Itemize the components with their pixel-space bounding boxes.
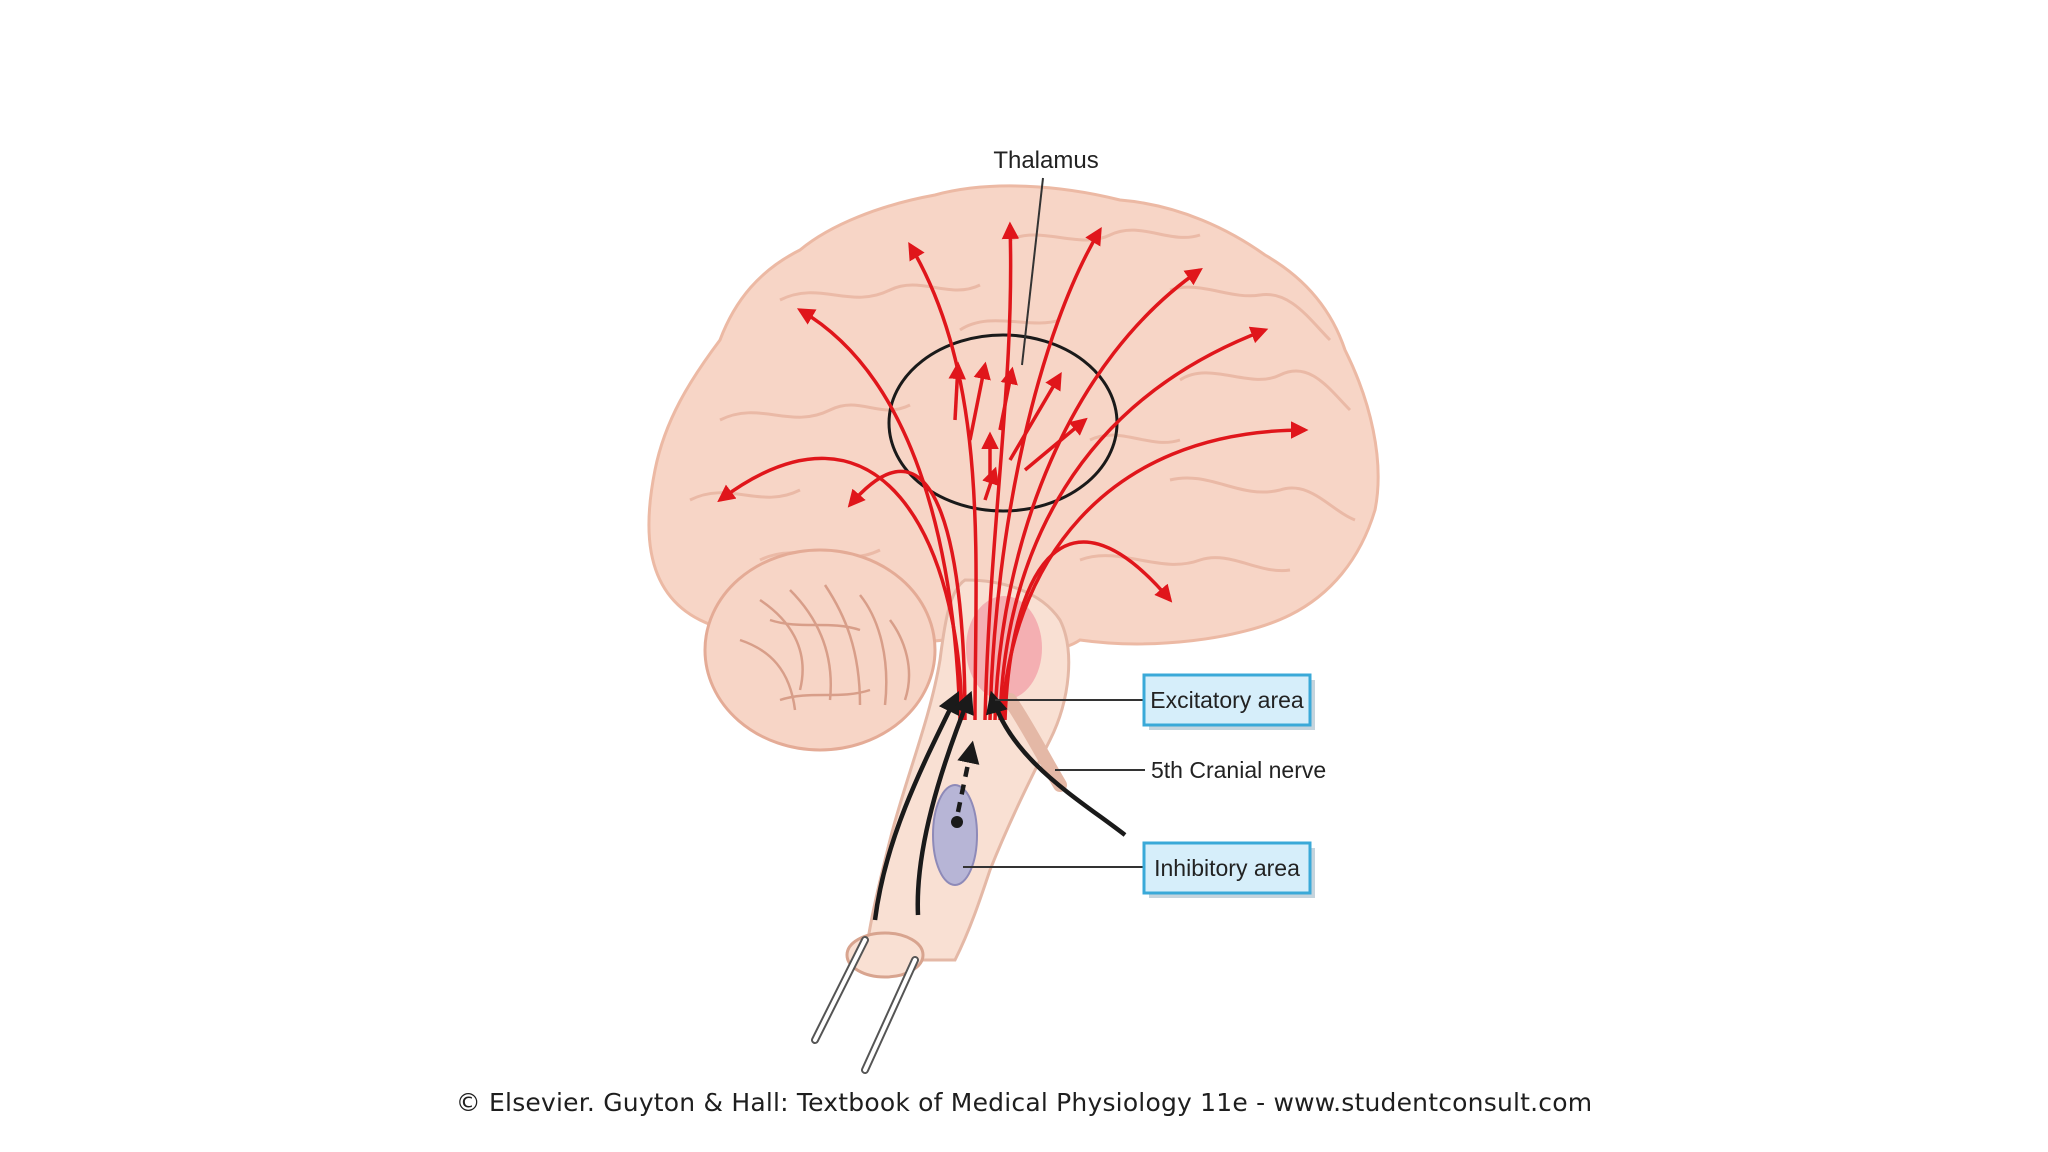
excitatory-area-box: Excitatory area [1142,673,1315,730]
inhibitory-area-label: Inhibitory area [1154,855,1300,881]
projection-arrow [998,366,1018,431]
thalamus-label: Thalamus [993,147,1098,174]
projection-arrow [948,361,966,421]
projection-arrow [1023,417,1088,472]
projection-arrow [717,456,964,721]
projection-arrow [968,361,991,441]
thalamus-leader [1021,177,1044,366]
inhibitory-fiber-dashed [955,740,980,813]
cerebrum [647,184,1380,650]
projection-arrow [983,221,1020,721]
projection-arrow [1003,540,1173,721]
inhibitory-area-region [932,784,978,886]
copyright-caption: © Elsevier. Guyton & Hall: Textbook of M… [455,1088,1593,1117]
projection-arrow [993,268,1203,721]
cranial-nerve-trunk [1003,693,1067,792]
cranial-nerve-fiber [985,690,1127,837]
cerebellum [703,548,937,752]
thalamocortical-projections [717,221,1309,721]
cranial-nerve-label: 5th Cranial nerve [1151,757,1326,783]
ascending-sensory-fibers [872,690,1127,921]
leader-lines [963,177,1145,868]
projection-arrow [998,326,1269,721]
ascending-fiber [915,690,974,916]
inhibitory-area-box: Inhibitory area [1142,841,1315,898]
projection-arrow [847,469,967,721]
ascending-fiber [872,690,960,921]
projection-arrow [982,466,999,501]
projection-arrow [908,241,978,721]
projection-arrow [1008,371,1062,461]
inhibitory-neuron-dot [951,816,963,828]
excitatory-area-label: Excitatory area [1150,687,1304,713]
